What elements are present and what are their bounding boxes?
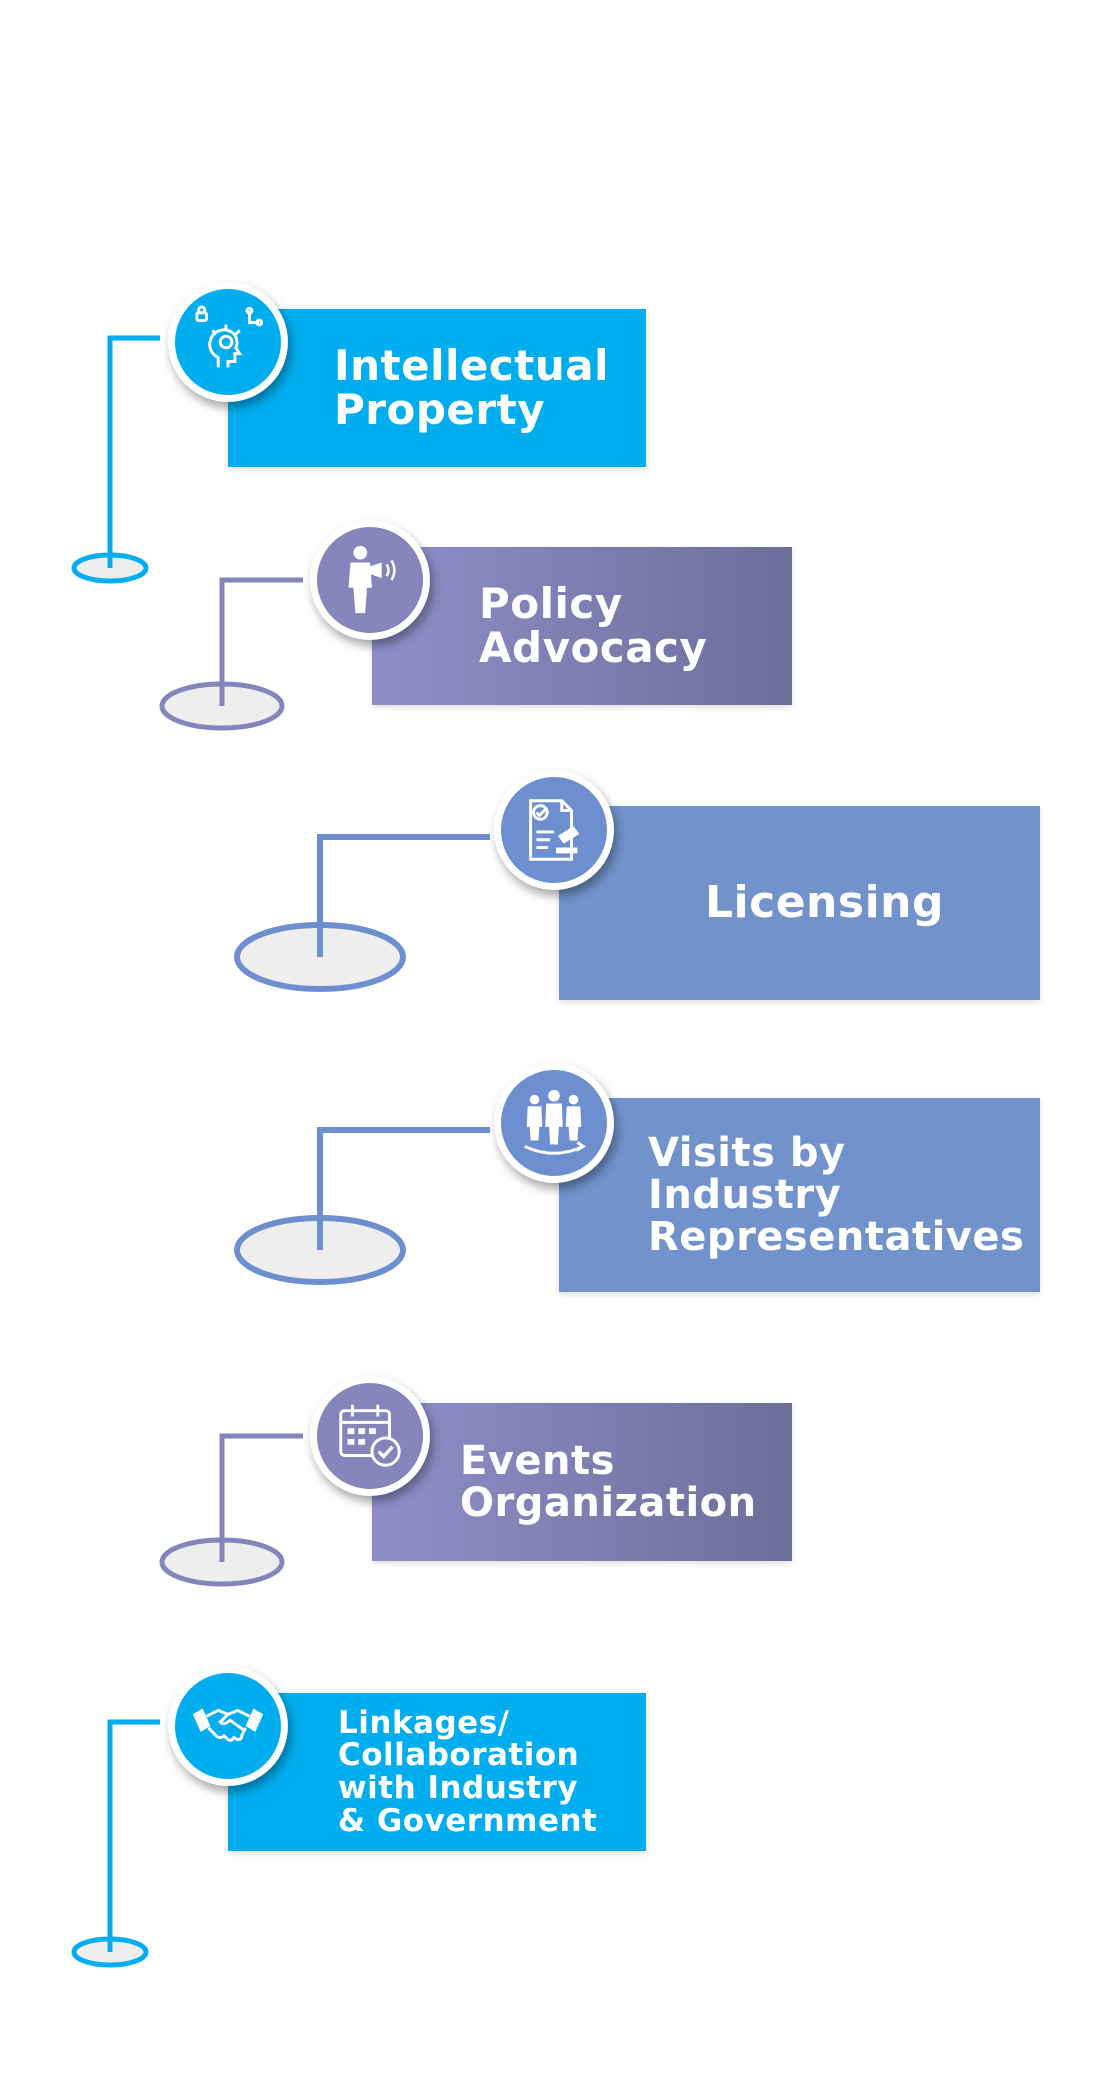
- calendar-check-icon: [339, 1404, 401, 1467]
- handshake-icon: [192, 1708, 264, 1742]
- pole-line-2: [219, 577, 303, 706]
- step-box-licensing: Licensing: [559, 806, 1040, 1000]
- step-box-visits-by-industry-representatives: Visits by Industry Representatives: [559, 1098, 1040, 1292]
- step-icon-disc-3: [494, 770, 614, 890]
- step-box-policy-advocacy: Policy Advocacy: [372, 547, 792, 705]
- connector-2: [159, 577, 303, 731]
- speaker-megaphone-icon: [348, 545, 396, 614]
- step-label-linkages-collaboration: Linkages/ Collaboration with Industry & …: [338, 1704, 598, 1839]
- step-label-events-organization: Events Organization: [460, 1438, 757, 1526]
- step-label-intellectual-property: Intellectual Property: [334, 340, 609, 434]
- step-label-licensing: Licensing: [705, 876, 944, 928]
- step-box-linkages-collaboration: Linkages/ Collaboration with Industry & …: [228, 1693, 646, 1851]
- step-icon-disc-4: [494, 1063, 614, 1183]
- connector-4: [234, 1127, 490, 1285]
- pole-line-1: [107, 335, 160, 568]
- step-icon-disc-5: [310, 1376, 430, 1496]
- license-document-stamp-icon: [529, 799, 580, 861]
- idea-head-icon: [195, 305, 264, 368]
- pole-line-6: [107, 1719, 160, 1952]
- step-icon-disc-2: [310, 520, 430, 640]
- pole-line-4: [317, 1127, 490, 1250]
- step-label-visits: Visits by Industry Representatives: [648, 1130, 1025, 1260]
- delegation-people-icon: [524, 1089, 587, 1155]
- step-icon-disc-6: [168, 1666, 288, 1786]
- step-box-intellectual-property: Intellectual Property: [228, 309, 646, 467]
- connector-6: [71, 1719, 160, 1968]
- step-label-policy-advocacy: Policy Advocacy: [479, 578, 708, 672]
- connector-1: [71, 335, 160, 584]
- connector-5: [159, 1433, 303, 1587]
- step-box-events-organization: Events Organization: [372, 1403, 792, 1561]
- pole-line-5: [219, 1433, 303, 1562]
- connector-3: [234, 834, 490, 992]
- pole-line-3: [317, 834, 490, 957]
- step-icon-disc-1: [168, 282, 288, 402]
